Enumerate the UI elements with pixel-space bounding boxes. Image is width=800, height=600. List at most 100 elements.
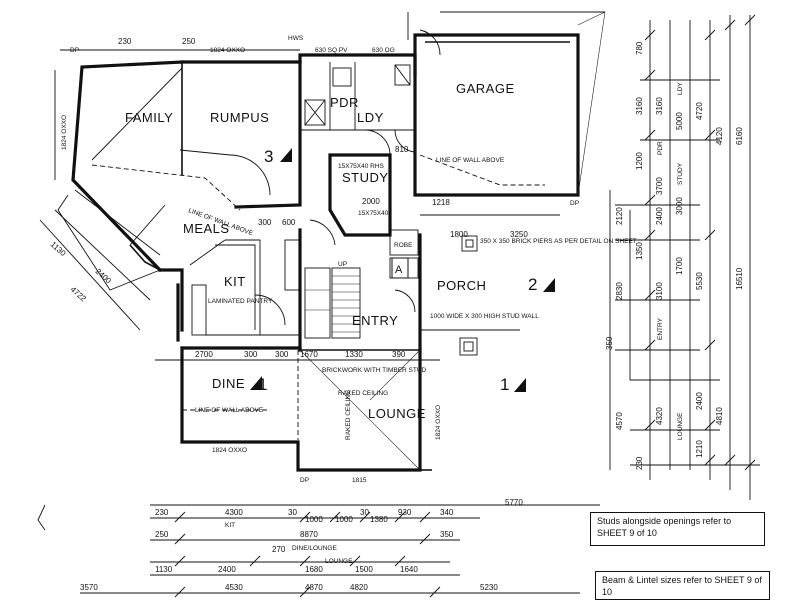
note-box-studs-text: Studs alongside openings refer to SHEET … [597, 516, 732, 538]
dim-study-2000: 2000 [362, 197, 380, 206]
svg-text:STUDY: STUDY [677, 162, 684, 185]
dim-row-bottom-1: 230 4300 30 1000 1000 30 1380 930 340 57… [155, 498, 523, 524]
svg-text:4120: 4120 [715, 127, 724, 145]
room-label-dine: DINE [212, 376, 245, 391]
svg-text:5000: 5000 [675, 112, 684, 130]
dim-meals-600: 600 [282, 218, 296, 227]
svg-text:350: 350 [440, 530, 454, 539]
svg-text:1700: 1700 [675, 257, 684, 275]
svg-text:4300: 4300 [225, 508, 243, 517]
svg-text:930: 930 [398, 508, 412, 517]
svg-text:2400: 2400 [218, 565, 236, 574]
dim-top-left: 230 [118, 37, 132, 46]
dim-row-dine: 2700 300 300 1670 1330 390 [195, 350, 406, 359]
note-lounge-window2: 1815 [352, 477, 367, 484]
note-window-top: 1824 OXXO [210, 47, 245, 54]
section-marker-dine: 1 [250, 375, 267, 394]
svg-text:1000: 1000 [305, 515, 323, 524]
svg-text:270: 270 [272, 545, 286, 554]
note-high-stud: 1000 WIDE X 300 HIGH STUD WALL [430, 313, 539, 320]
svg-text:3700: 3700 [655, 177, 664, 195]
svg-text:KIT: KIT [225, 522, 235, 529]
svg-text:30: 30 [288, 508, 297, 517]
svg-text:1350: 1350 [635, 242, 644, 260]
note-line-wall-dine: LINE OF WALL ABOVE [195, 407, 264, 414]
svg-text:1200: 1200 [635, 152, 644, 170]
svg-text:A: A [395, 264, 403, 276]
svg-text:30: 30 [360, 508, 369, 517]
room-label-entry: ENTRY [352, 313, 398, 328]
svg-text:4820: 4820 [350, 583, 368, 592]
stairs [304, 267, 361, 339]
svg-text:250: 250 [155, 530, 169, 539]
svg-text:2: 2 [528, 275, 537, 294]
kitchen-benches [191, 239, 301, 336]
svg-text:PDR: PDR [657, 141, 664, 155]
exterior-walls [71, 33, 580, 472]
svg-text:LOUNGE: LOUNGE [677, 412, 684, 440]
dim-porch-3250: 3250 [510, 230, 528, 239]
svg-text:4720: 4720 [695, 102, 704, 120]
svg-text:1: 1 [500, 375, 509, 394]
note-raked-ceiling-1: RAKED CEILING [338, 390, 388, 397]
svg-text:3100: 3100 [655, 282, 664, 300]
note-line-wall-garage: LINE OF WALL ABOVE [436, 157, 505, 164]
note-dp-3: DP [300, 477, 309, 484]
dim-porch-1800: 1800 [450, 230, 468, 239]
room-label-robe: ROBE [394, 242, 413, 249]
svg-text:3160: 3160 [635, 97, 644, 115]
svg-text:2830: 2830 [615, 282, 624, 300]
svg-text:ENTRY: ENTRY [657, 317, 664, 340]
svg-text:1330: 1330 [345, 350, 363, 359]
svg-text:4870: 4870 [305, 583, 323, 592]
note-dp-1: DP [70, 47, 79, 54]
svg-text:1380: 1380 [370, 515, 388, 524]
svg-text:5230: 5230 [480, 583, 498, 592]
svg-text:1500: 1500 [355, 565, 373, 574]
note-laminated-pantry: LAMINATED PANTRY [208, 298, 273, 305]
note-box-beams-text: Beam & Lintel sizes refer to SHEET 9 of … [602, 575, 762, 597]
svg-text:LDY: LDY [677, 82, 684, 95]
svg-text:5770: 5770 [505, 498, 523, 507]
room-label-rumpus: RUMPUS [210, 110, 269, 125]
svg-text:300: 300 [275, 350, 289, 359]
svg-text:1680: 1680 [305, 565, 323, 574]
dim-angled-1130: 1130 [49, 240, 68, 259]
room-label-family: FAMILY [125, 110, 173, 125]
note-study-window: 15X75X40 RHS [338, 163, 385, 170]
svg-text:6160: 6160 [735, 127, 744, 145]
dim-meals-300: 300 [258, 218, 272, 227]
room-label-garage: GARAGE [456, 81, 515, 96]
svg-text:LOUNGE: LOUNGE [325, 558, 353, 565]
dim-angled-4722: 4722 [69, 285, 89, 304]
svg-text:DINE/LOUNGE: DINE/LOUNGE [292, 545, 337, 552]
svg-text:4810: 4810 [715, 407, 724, 425]
svg-text:5530: 5530 [695, 272, 704, 290]
dimension-lines [37, 14, 760, 598]
svg-text:2400: 2400 [655, 207, 664, 225]
room-label-pdr: PDR [330, 95, 359, 110]
dim-right-sub-labels: LDY ENTRY LOUNGE STUDY PDR [657, 82, 684, 440]
room-label-kit: KIT [224, 274, 246, 289]
svg-text:230: 230 [635, 456, 644, 470]
note-raked-ceiling-2: RAKED CEILING [345, 390, 352, 440]
note-study-window2: 15X75X40 [358, 210, 389, 217]
room-label-meals: MEALS [183, 221, 230, 236]
note-dp-2: DP [570, 200, 579, 207]
svg-text:2700: 2700 [195, 350, 213, 359]
dim-bottom-sub-labels: KIT DINE/LOUNGE LOUNGE [225, 522, 353, 565]
room-label-lounge: LOUNGE [368, 406, 426, 421]
note-family-window: 1824 OXXO [61, 115, 68, 150]
svg-text:1640: 1640 [400, 565, 418, 574]
note-hws: HWS [288, 35, 304, 42]
svg-text:1000: 1000 [335, 515, 353, 524]
svg-text:390: 390 [392, 350, 406, 359]
room-label-study: STUDY [342, 170, 389, 185]
note-brick-piers: 350 X 350 BRICK PIERS AS PER DETAIL ON S… [480, 238, 637, 245]
dim-row-bottom-4: 3570 4530 4870 4820 5230 [80, 583, 498, 592]
svg-text:16510: 16510 [735, 267, 744, 290]
note-brickwork: BRICKWORK WITH TIMBER STUD [322, 367, 427, 374]
svg-text:1670: 1670 [300, 350, 318, 359]
svg-text:4570: 4570 [615, 412, 624, 430]
